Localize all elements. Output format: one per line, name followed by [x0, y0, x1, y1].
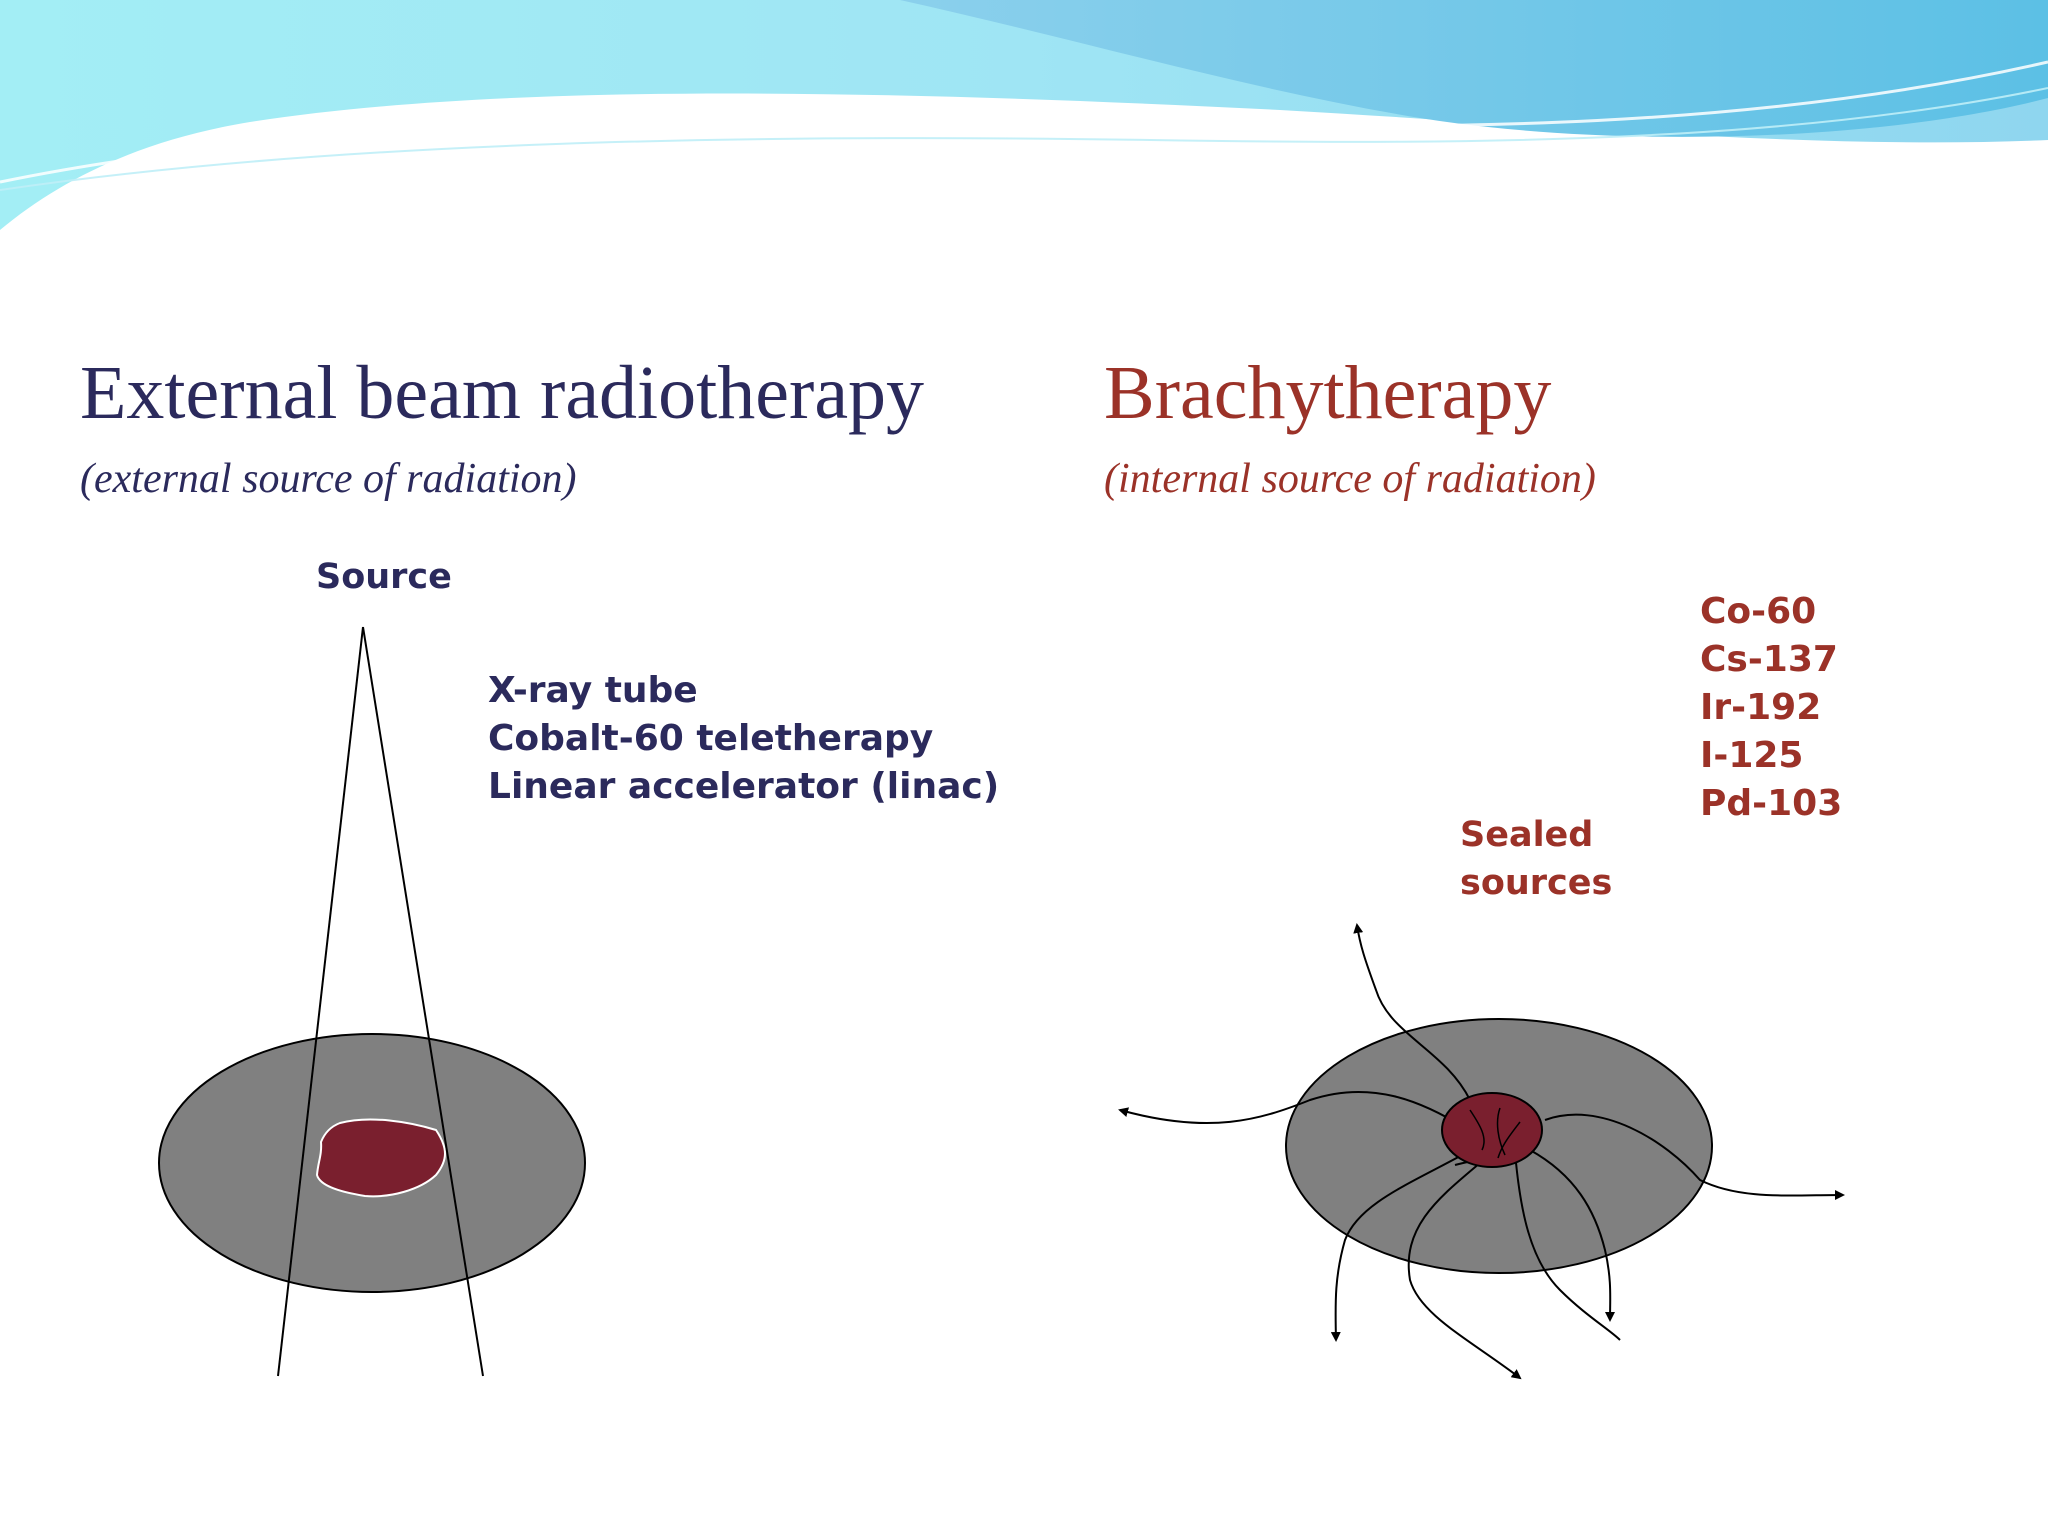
machine-item: X-ray tube — [488, 670, 698, 711]
isotope-item: Co-60 — [1700, 591, 1817, 632]
ray-arrow — [1544, 1113, 1845, 1201]
ray-arrow — [1330, 1144, 1481, 1342]
ray-arrow — [1353, 923, 1471, 1101]
machine-item: Linear accelerator (linac) — [488, 766, 1000, 807]
header-wave-banner — [0, 0, 2048, 230]
sealed-sources-label-line1: Sealed — [1460, 815, 1594, 855]
radiation-rays — [1118, 923, 1845, 1380]
sealed-source-cluster — [1441, 1092, 1543, 1168]
patient-tissue-ellipse — [158, 1033, 586, 1293]
isotope-list: Co-60 Cs-137 Ir-192 I-125 Pd-103 — [1700, 588, 1842, 828]
machine-item: Cobalt-60 teletherapy — [488, 718, 934, 759]
isotope-item: Cs-137 — [1700, 639, 1838, 680]
ray-line — [1454, 1149, 1501, 1166]
ray-line — [1514, 1151, 1621, 1341]
beam-edge-right — [362, 626, 484, 1377]
sealed-sources-label-line2: sources — [1460, 863, 1613, 903]
source-internal-strokes — [1469, 1107, 1521, 1159]
ray-arrow — [1407, 1149, 1522, 1380]
isotope-item: Pd-103 — [1700, 783, 1843, 824]
machine-list: X-ray tube Cobalt-60 teletherapy Linear … — [488, 667, 999, 811]
ray-arrow — [1529, 1149, 1616, 1322]
external-beam-subtitle: (external source of radiation) — [80, 456, 577, 502]
ray-arrow — [1118, 1090, 1466, 1129]
brachytherapy-subtitle: (internal source of radiation) — [1104, 456, 1596, 502]
brachytherapy-title: Brachytherapy — [1104, 351, 1552, 435]
isotope-item: I-125 — [1700, 735, 1804, 776]
tumor-shape — [315, 1118, 446, 1198]
source-label: Source — [316, 557, 452, 597]
beam-edge-left — [277, 626, 364, 1377]
patient-tissue-ellipse — [1285, 1018, 1713, 1274]
isotope-item: Ir-192 — [1700, 687, 1822, 728]
external-beam-title: External beam radiotherapy — [80, 351, 925, 435]
